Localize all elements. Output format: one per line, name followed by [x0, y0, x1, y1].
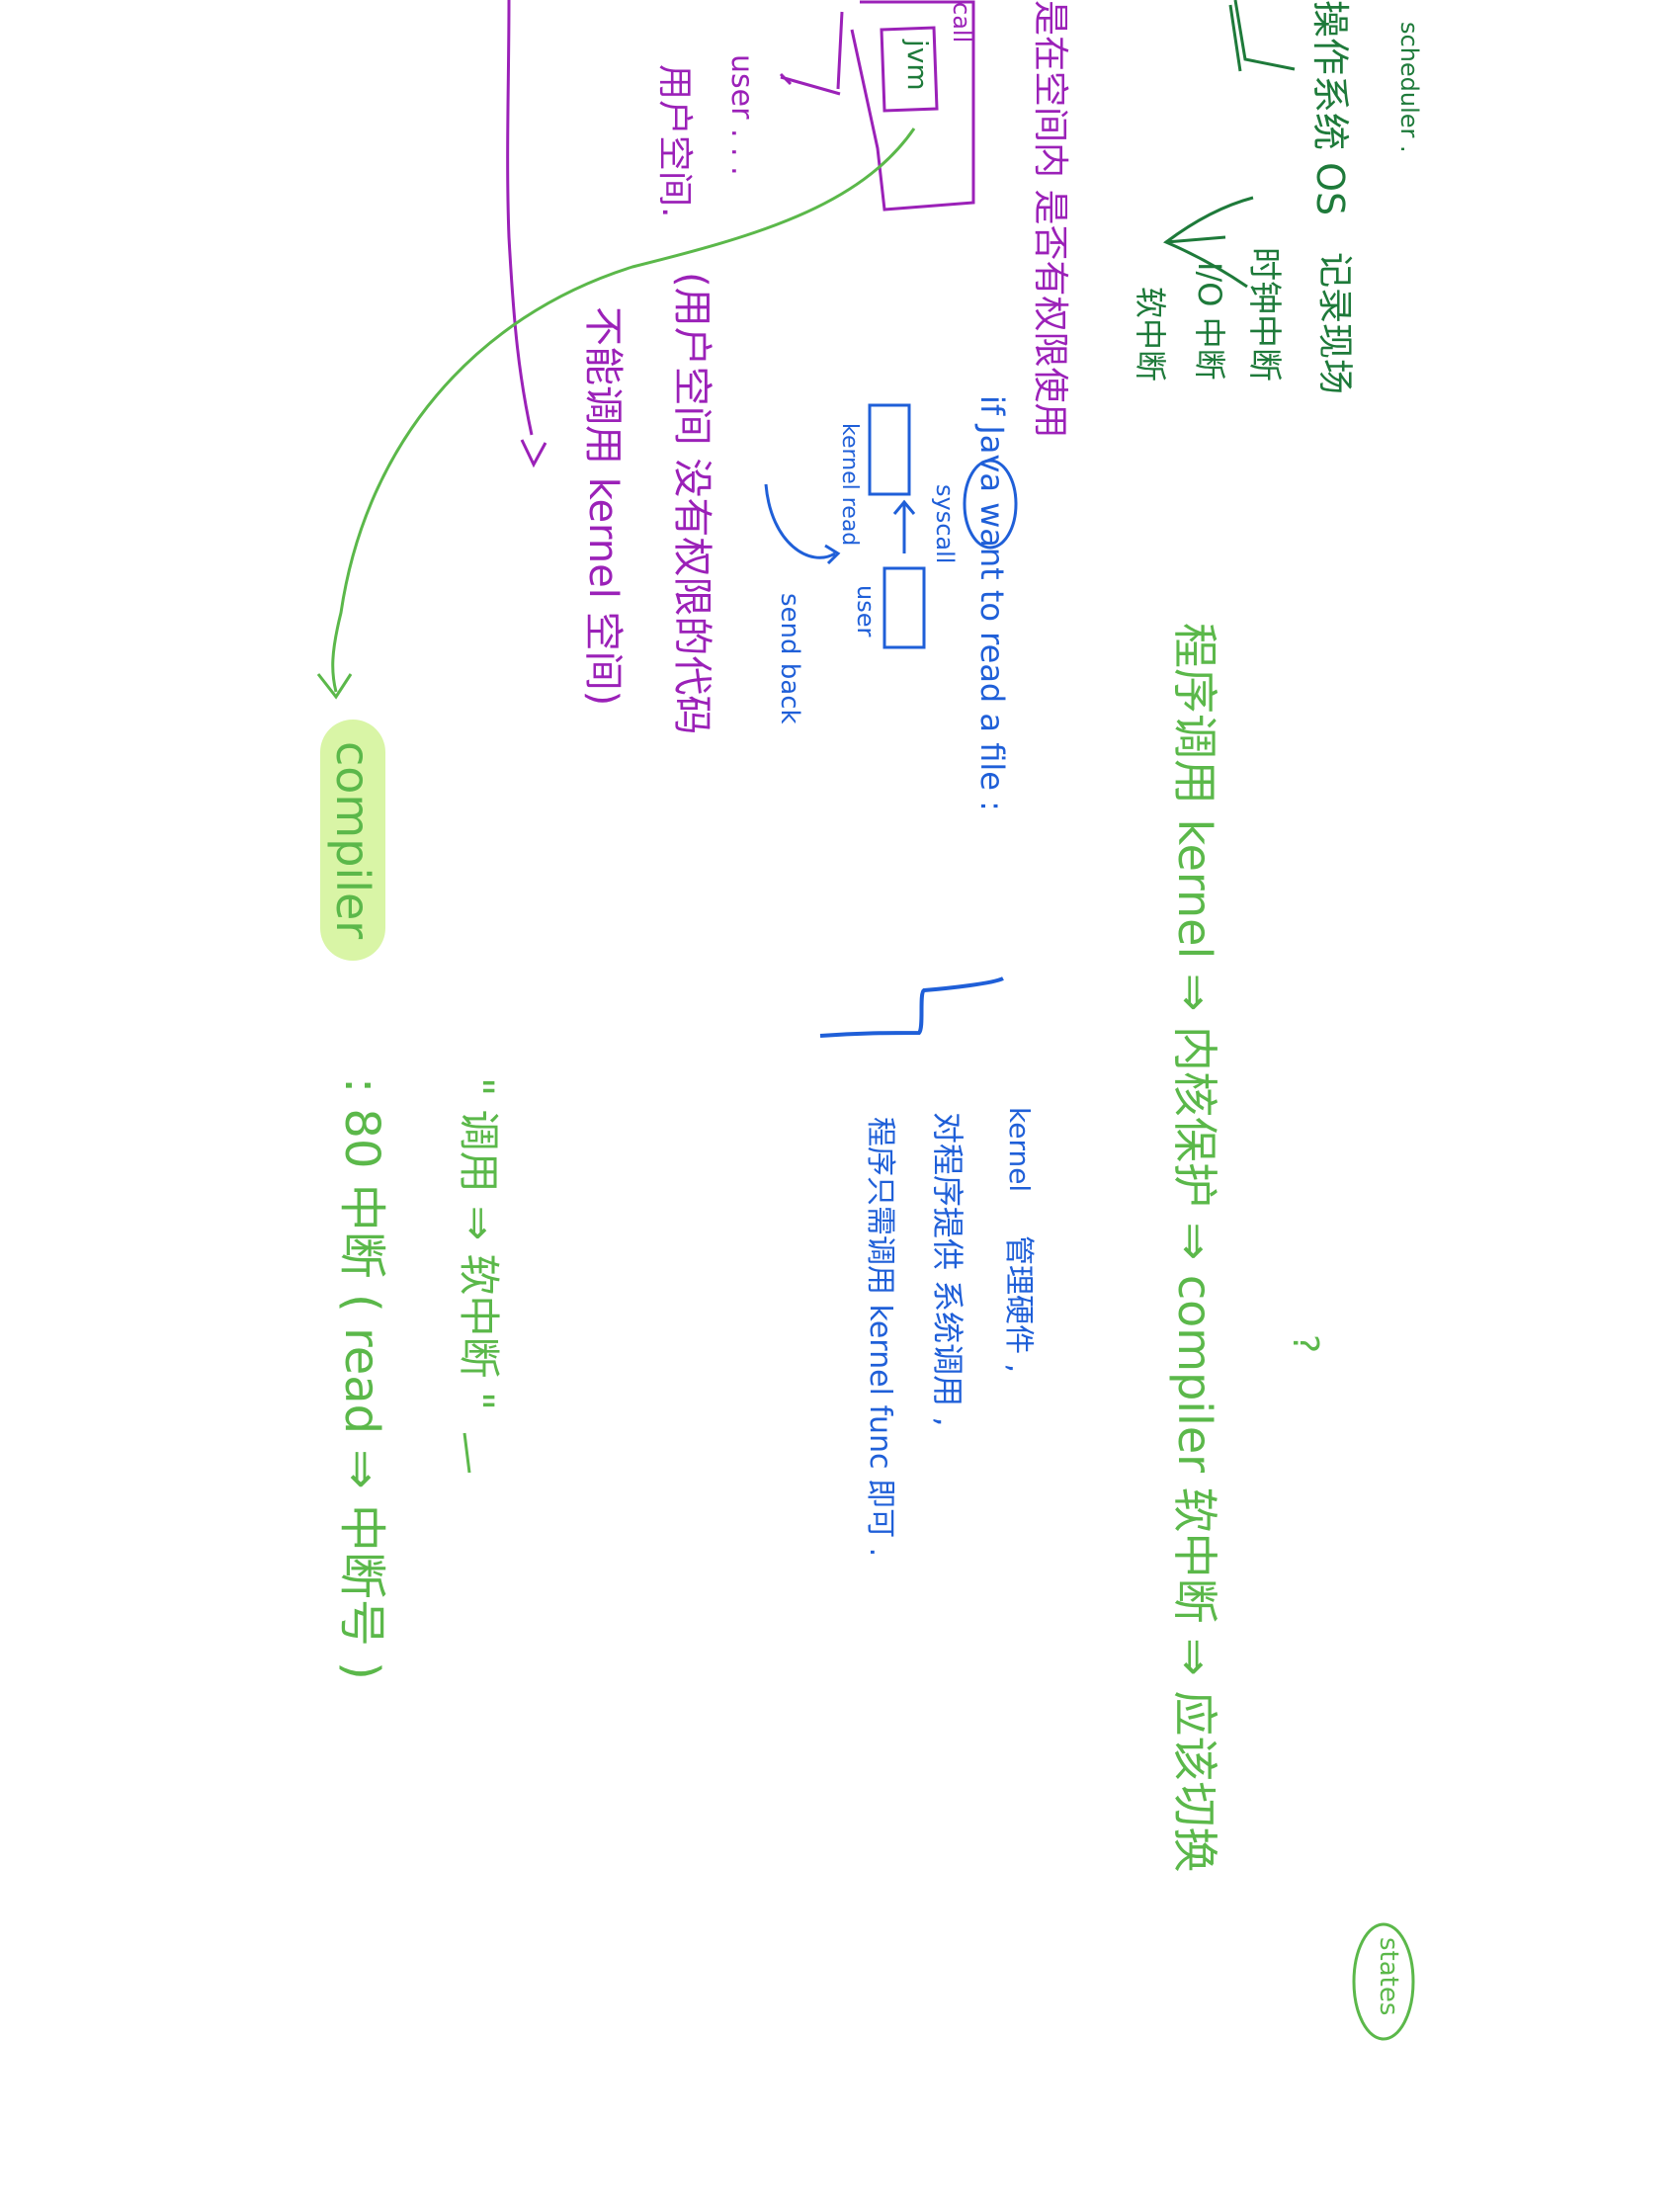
- int80-label: : 80 中断 ( read ⇒ 中断号 ): [334, 1077, 389, 1680]
- call-arrow: [779, 11, 844, 96]
- states-label: states: [1374, 1937, 1403, 2016]
- context-save-label: 记录现场: [1314, 252, 1355, 395]
- jvm-outer-box: [850, 0, 975, 212]
- user-box: [882, 566, 926, 649]
- interrupt-clock-label: 时钟中断: [1244, 247, 1284, 382]
- call-label: call: [948, 2, 975, 43]
- purple-connector-line: [506, 0, 534, 436]
- green-arrowhead: [316, 673, 353, 700]
- question-mark: ?: [1285, 1334, 1325, 1354]
- syscall-label: syscall: [931, 484, 959, 564]
- scheduler-label: scheduler .: [1395, 22, 1423, 153]
- green-arrow-curve: [331, 127, 916, 693]
- kernel-label: kernel: [1003, 1107, 1036, 1193]
- interrupt-io-label: I/O 中断: [1191, 262, 1228, 381]
- system-call-label: 对程序提供 系统调用 ,: [929, 1112, 966, 1427]
- question-label: if Java want to read a file :: [973, 395, 1011, 811]
- user-space-note: (用户空间 没有权限的代码: [669, 272, 714, 735]
- os-underline: [1228, 0, 1296, 72]
- purple-arrowhead: [520, 439, 547, 468]
- compiler-highlight: compiler: [320, 720, 385, 962]
- quote-tick: [462, 1432, 471, 1474]
- user-space-label: 用户空间.: [654, 64, 695, 218]
- jvm-inner-box: [880, 26, 939, 113]
- user-label: user: [852, 585, 880, 637]
- send-back-arrow: [764, 483, 841, 565]
- kernel-box: [868, 403, 911, 496]
- interrupt-soft-label: 软中断: [1132, 287, 1169, 382]
- privilege-label: 是在空间内 是否有权限使用: [1030, 0, 1070, 439]
- kernel-read-label: kernel read: [837, 423, 862, 547]
- syscall-arrow: [892, 499, 916, 553]
- java-circle: [963, 459, 1018, 550]
- program-note-label: 程序只需调用 kernel func 即可 .: [863, 1117, 897, 1558]
- user-dots-label: user . . .: [724, 54, 759, 176]
- kind-bracket: [1163, 196, 1254, 289]
- blue-brace: [819, 976, 1004, 1038]
- main-flow-label: 程序调用 kernel ⇒ 内核保护 ⇒ compiler 软中断 ⇒ 应该切换: [1168, 623, 1221, 1873]
- jvm-label: jvm: [901, 40, 934, 91]
- states-circle: [1352, 1922, 1415, 2041]
- cannot-call-note: 不能调用 kernel 空间): [580, 306, 626, 707]
- quote-call-label: " 调用 ⇒ 软中断 ": [455, 1077, 503, 1411]
- os-label: 操作系统 OS: [1308, 0, 1352, 216]
- manage-hw-label: 管理硬件 ,: [1001, 1235, 1036, 1374]
- send-back-label: send back: [775, 593, 804, 724]
